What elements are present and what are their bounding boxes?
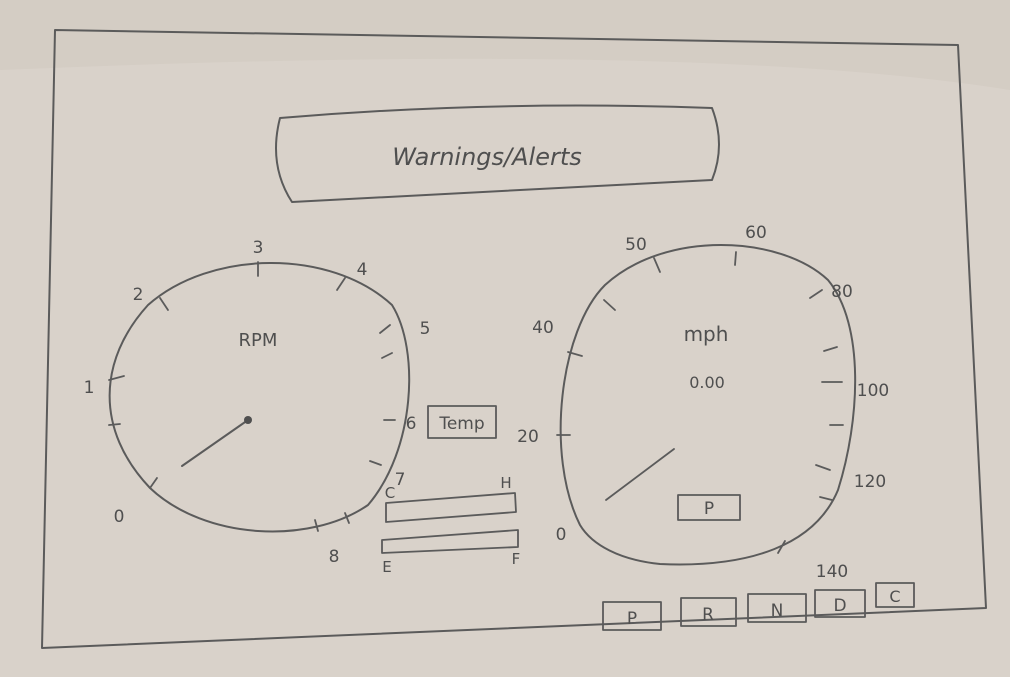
speed-tick-120: 120 [854, 472, 886, 492]
rpm-tick-3: 3 [253, 238, 264, 258]
gear-button-c[interactable]: C [875, 582, 915, 608]
speed-tick-80: 80 [831, 282, 853, 302]
speed-tick-60: 60 [745, 223, 767, 243]
rpm-tick-5: 5 [420, 319, 431, 339]
gear-button-n-box [747, 593, 807, 623]
rpm-tick-1: 1 [84, 378, 95, 398]
rpm-gauge-title: RPM [239, 330, 278, 351]
rpm-gauge: 0 1 2 3 4 5 6 7 8 RPM [84, 238, 431, 567]
speedometer-needle [605, 448, 675, 501]
gear-button-d-label: D [833, 596, 846, 616]
temp-indicator-box [427, 405, 497, 439]
speedometer-ticks [556, 251, 844, 554]
fuel-gauge-full-label: F [512, 550, 521, 568]
speedometer-dial [559, 244, 857, 566]
rpm-tick-2: 2 [133, 285, 144, 305]
rpm-tick-4: 4 [357, 260, 368, 280]
rpm-tick-8: 8 [329, 547, 340, 567]
rpm-tick-0: 0 [114, 507, 125, 527]
speed-tick-40: 40 [532, 318, 554, 338]
warnings-alerts-banner[interactable]: Warnings/Alerts [275, 104, 720, 203]
gear-button-n-label: N [771, 601, 784, 621]
temp-gauge-bar [385, 492, 517, 523]
gear-button-c-box [875, 582, 915, 608]
gear-button-r-box [680, 597, 737, 627]
speed-readout: 0.00 [689, 373, 725, 392]
gear-button-d[interactable]: D [814, 589, 866, 618]
speedometer-gauge: 0 20 40 50 60 80 100 120 140 mph 0.00 P [517, 223, 889, 582]
gear-button-r-label: R [702, 605, 714, 625]
screen-frame [41, 29, 987, 649]
gear-button-p[interactable]: P [602, 601, 662, 631]
temp-gauge-hot-label: H [500, 474, 511, 492]
gear-button-c-label: C [889, 587, 900, 606]
gear-button-r[interactable]: R [680, 597, 737, 627]
gear-button-d-box [814, 589, 866, 618]
rpm-tick-6: 6 [406, 414, 417, 434]
speed-tick-50: 50 [625, 235, 647, 255]
speed-tick-0: 0 [556, 525, 567, 545]
fuel-gauge: E F [381, 529, 521, 576]
current-gear-label: P [704, 499, 714, 519]
rpm-gauge-ticks [108, 261, 396, 532]
rpm-needle [181, 419, 249, 467]
rpm-gauge-dial [108, 262, 411, 533]
paper-shadow [0, 0, 1010, 90]
gear-button-p-box [602, 601, 662, 631]
temp-gauge-cold-label: C [385, 484, 395, 502]
rpm-tick-7: 7 [395, 470, 406, 490]
fuel-gauge-empty-label: E [382, 558, 391, 576]
warnings-banner-label: Warnings/Alerts [392, 143, 582, 171]
warnings-banner-outline [275, 104, 720, 203]
gear-selector: P R N D C [602, 582, 915, 631]
rpm-needle-pivot [244, 416, 252, 424]
temp-warning-indicator[interactable]: Temp [427, 405, 497, 439]
speedometer-title: mph [684, 322, 729, 346]
speed-tick-140: 140 [816, 562, 848, 582]
current-gear-indicator: P [677, 494, 741, 521]
gear-button-n[interactable]: N [747, 593, 807, 623]
temperature-gauge: C H [385, 474, 517, 523]
fuel-gauge-bar [381, 529, 519, 554]
gear-button-p-label: P [627, 609, 637, 629]
speed-tick-20: 20 [517, 427, 539, 447]
speed-tick-100: 100 [857, 381, 889, 401]
temp-indicator-label: Temp [438, 414, 484, 434]
current-gear-box [677, 494, 741, 521]
